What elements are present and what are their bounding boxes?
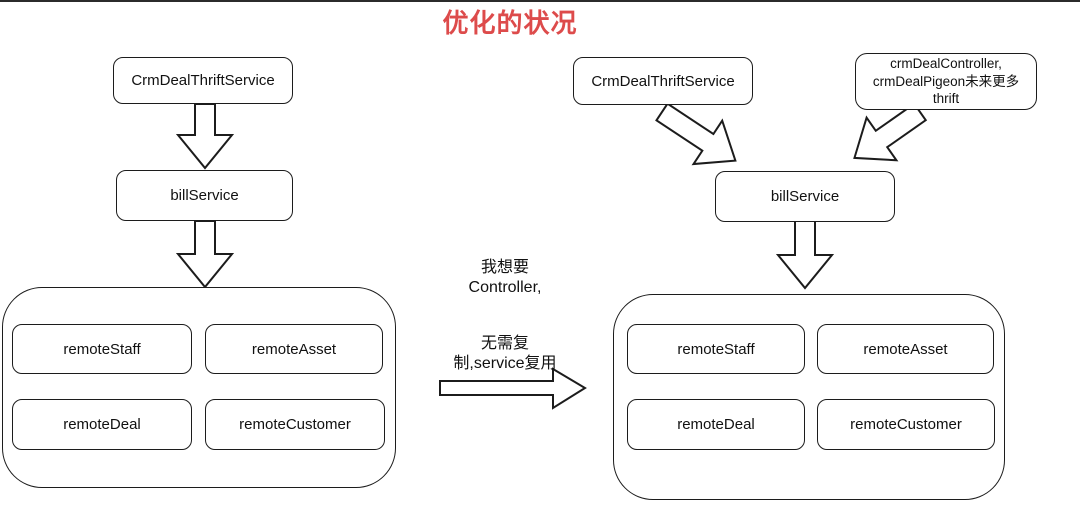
node-label: remoteDeal — [63, 416, 141, 433]
note-line: 无需复 — [480, 335, 529, 352]
node-label: remoteAsset — [863, 340, 948, 358]
node-label: billService — [770, 188, 840, 205]
node-billservice-left: billService — [116, 170, 293, 221]
node-remotedeal-right: remoteDeal — [627, 399, 805, 450]
node-crmdealthriftservice-right: CrmDealThriftService — [573, 57, 753, 105]
node-remotedeal-left: remoteDeal — [12, 399, 192, 450]
node-billservice-right: billService — [715, 171, 895, 222]
down-arrow-icon — [175, 103, 235, 170]
node-remoteasset-right: remoteAsset — [817, 324, 994, 374]
node-label: CrmDealThriftService — [591, 72, 735, 90]
node-label: remoteAsset — [251, 340, 337, 358]
node-remotestaff-left: remoteStaff — [12, 324, 192, 374]
node-remotestaff-right: remoteStaff — [627, 324, 805, 374]
node-label: CrmDealThriftService — [131, 72, 275, 89]
middle-note-want-controller: 我想要 Controller, — [430, 258, 580, 297]
node-remotecustomer-right: remoteCustomer — [817, 399, 995, 450]
down-arrow-icon — [775, 219, 835, 290]
node-remotecustomer-left: remoteCustomer — [205, 399, 385, 450]
right-arrow-icon — [439, 367, 587, 410]
node-label: remoteDeal — [677, 416, 755, 433]
note-line: Controller, — [468, 278, 542, 296]
node-label: remoteCustomer — [239, 416, 351, 433]
node-label: remoteStaff — [63, 340, 141, 358]
node-crmdealcontroller-right: crmDealController, crmDealPigeon未来更多 thr… — [855, 53, 1037, 110]
node-label: remoteStaff — [677, 340, 755, 358]
node-label-line: crmDealController, — [890, 56, 1002, 72]
remote-services-group-left — [2, 287, 396, 488]
node-label-line: thrift — [932, 91, 960, 107]
node-label: remoteCustomer — [850, 416, 962, 433]
middle-note-no-copy: 无需复 制,service复用 — [425, 334, 585, 373]
down-arrow-icon — [175, 220, 235, 289]
note-line: 制,service复用 — [453, 354, 557, 372]
top-divider — [0, 0, 1080, 2]
note-line: 我想要 — [480, 259, 529, 276]
node-label-line: crmDealPigeon未来更多 — [872, 73, 1020, 89]
node-crmdealthriftservice-left: CrmDealThriftService — [113, 57, 293, 104]
node-remoteasset-left: remoteAsset — [205, 324, 383, 374]
page-title: 优化的状况 — [442, 8, 578, 38]
node-label: billService — [170, 187, 239, 204]
